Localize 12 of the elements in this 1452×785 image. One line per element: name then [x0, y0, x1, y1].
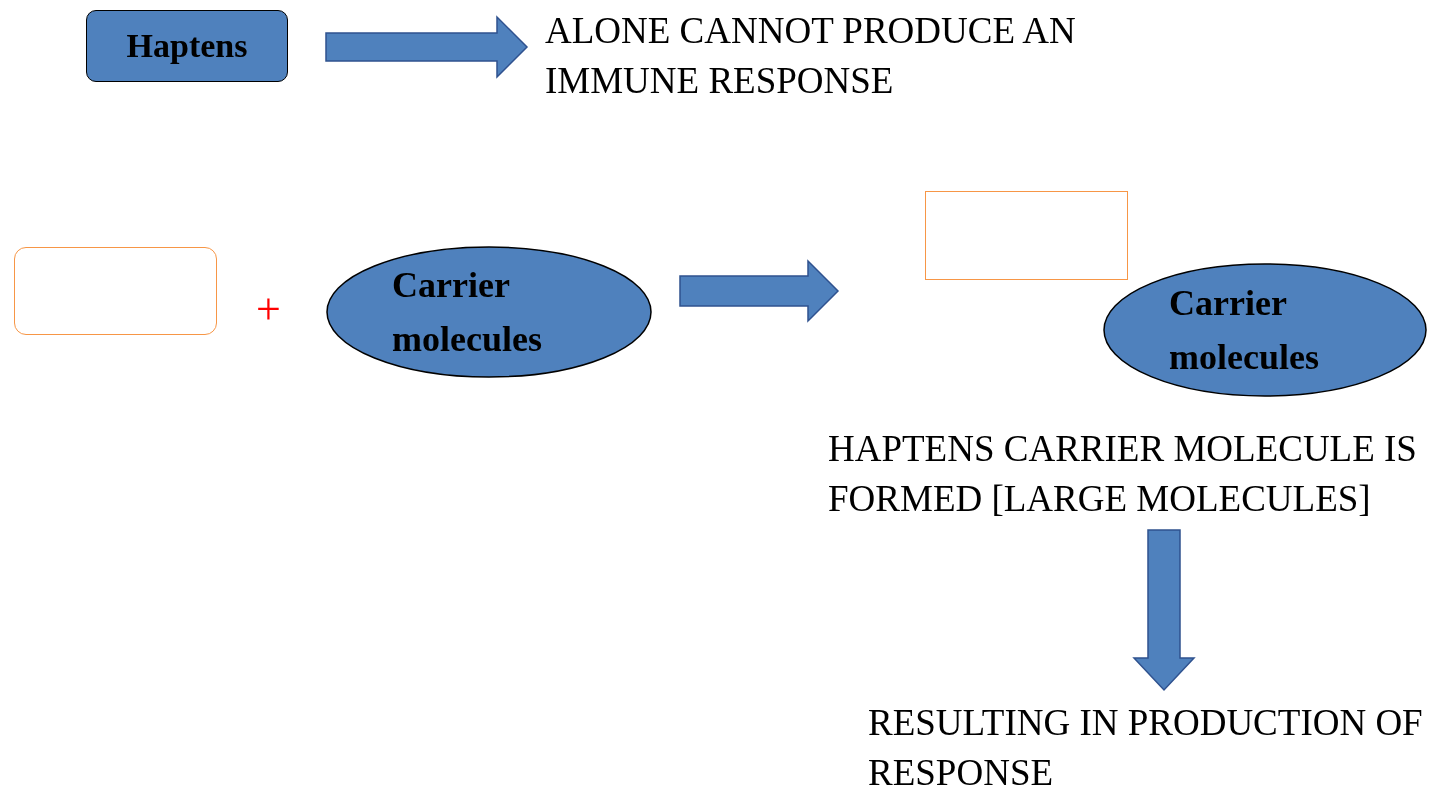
ellipse-node: Carrier molecules: [326, 246, 652, 378]
empty-box: [925, 191, 1128, 280]
plus-sign: +: [256, 288, 281, 332]
body-text: RESULTING IN PRODUCTION OF RESPONSE: [868, 701, 1424, 785]
body-text: HAPTENS CARRIER MOLECULE IS FORMED [LARGE MOLECULES]: [828, 427, 1418, 521]
empty-box: [14, 247, 217, 335]
ellipse-node: Carrier molecules: [1103, 263, 1427, 397]
block-arrow: [679, 259, 840, 323]
body-text: ALONE CANNOT PRODUCE AN IMMUNE RESPONSE: [545, 9, 1077, 103]
block-arrow: [325, 15, 529, 79]
block-arrow: [1132, 529, 1196, 692]
process-box: Haptens: [86, 10, 288, 82]
